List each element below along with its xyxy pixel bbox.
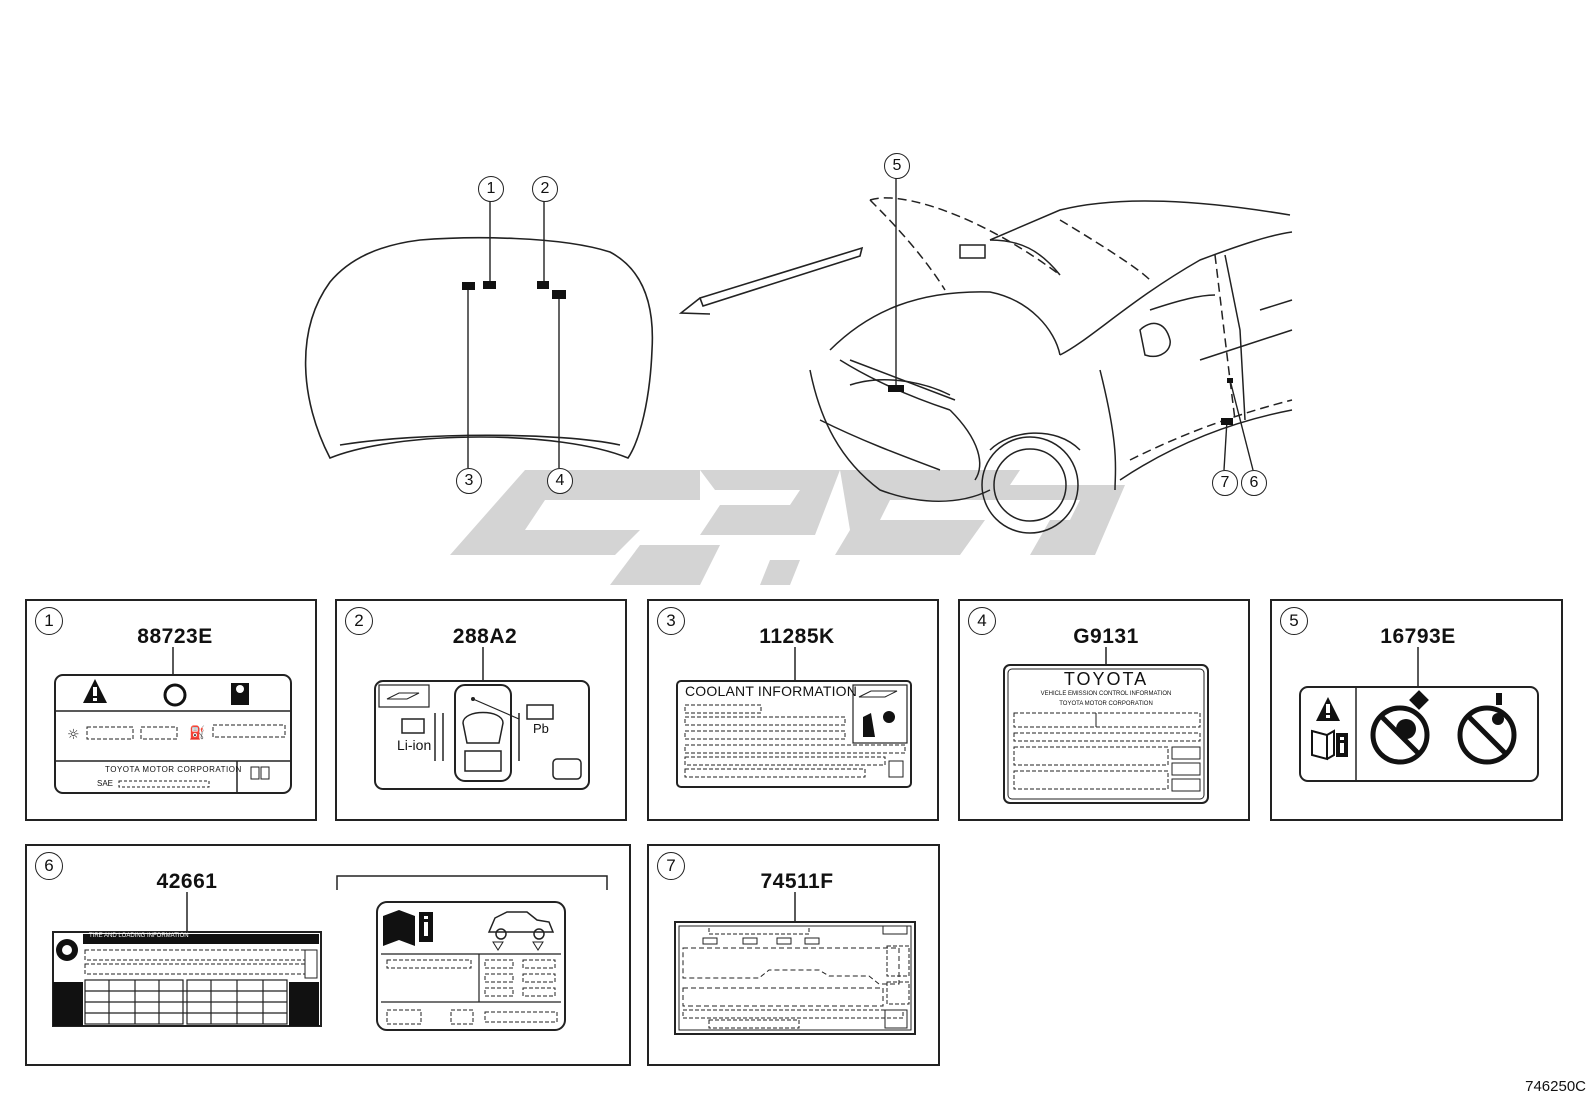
panel-number: 6 <box>35 852 63 880</box>
label-panel-1: 1 88723E ☼ ⛽ TOYOTA MOTOR CORPORATION SA… <box>25 599 317 821</box>
label-brand: TOYOTA <box>1063 669 1149 689</box>
callout-7: 7 <box>1212 470 1238 496</box>
label-text: VEHICLE EMISSION CONTROL INFORMATION <box>1040 691 1172 697</box>
label-panel-7: 7 74511F <box>647 844 940 1066</box>
part-number: G9131 <box>1073 625 1139 648</box>
panel-number: 1 <box>35 607 63 635</box>
part-number: 42661 <box>156 870 218 893</box>
battery-label-288A2 <box>374 647 590 790</box>
label-text: TOYOTA MOTOR CORPORATION <box>105 765 242 774</box>
tire-loading-label-42661 <box>52 875 608 1031</box>
vehicle-diagram <box>304 177 1293 585</box>
car-top-view-icon <box>454 684 512 782</box>
label-panel-3: 3 11285K COOLANT INFORMATION <box>647 599 939 821</box>
label-title: COOLANT INFORMATION <box>685 683 858 699</box>
certification-label-74511F <box>674 892 916 1035</box>
engine-bay-label-mark <box>888 378 1233 425</box>
label-text: TOYOTA MOTOR CORPORATION <box>1059 701 1153 707</box>
coolant-label-11285K <box>676 647 912 788</box>
svg-text:⛽: ⛽ <box>189 725 205 741</box>
hand-stop-icon <box>863 713 875 737</box>
person-manual-icon <box>231 683 249 705</box>
part-number: 288A2 <box>452 625 518 648</box>
part-number: 11285K <box>759 625 835 648</box>
callout-4: 4 <box>547 468 573 494</box>
label-text: Pb <box>533 721 549 736</box>
callout-5: 5 <box>884 153 910 179</box>
part-number: 74511F <box>760 870 834 893</box>
callout-6: 6 <box>1241 470 1267 496</box>
manual-book-icon <box>383 910 399 946</box>
manual-book-icon <box>1311 729 1328 761</box>
no-hand-icon <box>1457 705 1517 765</box>
diagram-code: 746250C <box>1525 1078 1586 1095</box>
label-text: Li-ion <box>397 737 432 753</box>
hood-outline <box>304 236 654 460</box>
battery-pb-icon <box>526 704 554 720</box>
part-number: 16793E <box>1380 625 1456 648</box>
panel-number: 3 <box>657 607 685 635</box>
label-text: TIRE AND LOADING INFORMATION <box>89 933 189 939</box>
flame-icon <box>163 683 187 707</box>
part-number: 88723E <box>137 625 213 648</box>
manual-book-icon <box>386 692 420 700</box>
panel-number: 7 <box>657 852 685 880</box>
manual-book-icon <box>858 690 898 698</box>
label-panel-5: 5 16793E <box>1270 599 1563 821</box>
panel-number: 4 <box>968 607 996 635</box>
callout-1: 1 <box>478 176 504 202</box>
hood-label-marks <box>462 281 566 299</box>
vehicle-outline <box>809 197 1293 534</box>
callout-3: 3 <box>456 468 482 494</box>
hood-warning-label-16793E <box>1299 647 1539 782</box>
callout-2: 2 <box>532 176 558 202</box>
label-text: SAE <box>97 779 114 788</box>
emission-label-G9131 <box>1003 647 1209 804</box>
direction-arrow <box>678 246 864 315</box>
watermark-logo <box>450 470 1125 585</box>
caution-label-88723E: ☼ ⛽ <box>54 647 292 794</box>
suv-side-icon <box>487 911 555 933</box>
battery-liion-icon <box>401 718 425 734</box>
label-panel-2: 2 288A2 Li-ion Pb <box>335 599 627 821</box>
svg-text:☼: ☼ <box>67 727 80 743</box>
no-fan-touch-icon <box>1370 705 1430 765</box>
panel-number: 2 <box>345 607 373 635</box>
label-panel-6: 6 42661 <box>25 844 631 1066</box>
label-panel-4: 4 G9131 TOYOTA VEHICLE EMISSION CONTROL … <box>958 599 1250 821</box>
panel-number: 5 <box>1280 607 1308 635</box>
